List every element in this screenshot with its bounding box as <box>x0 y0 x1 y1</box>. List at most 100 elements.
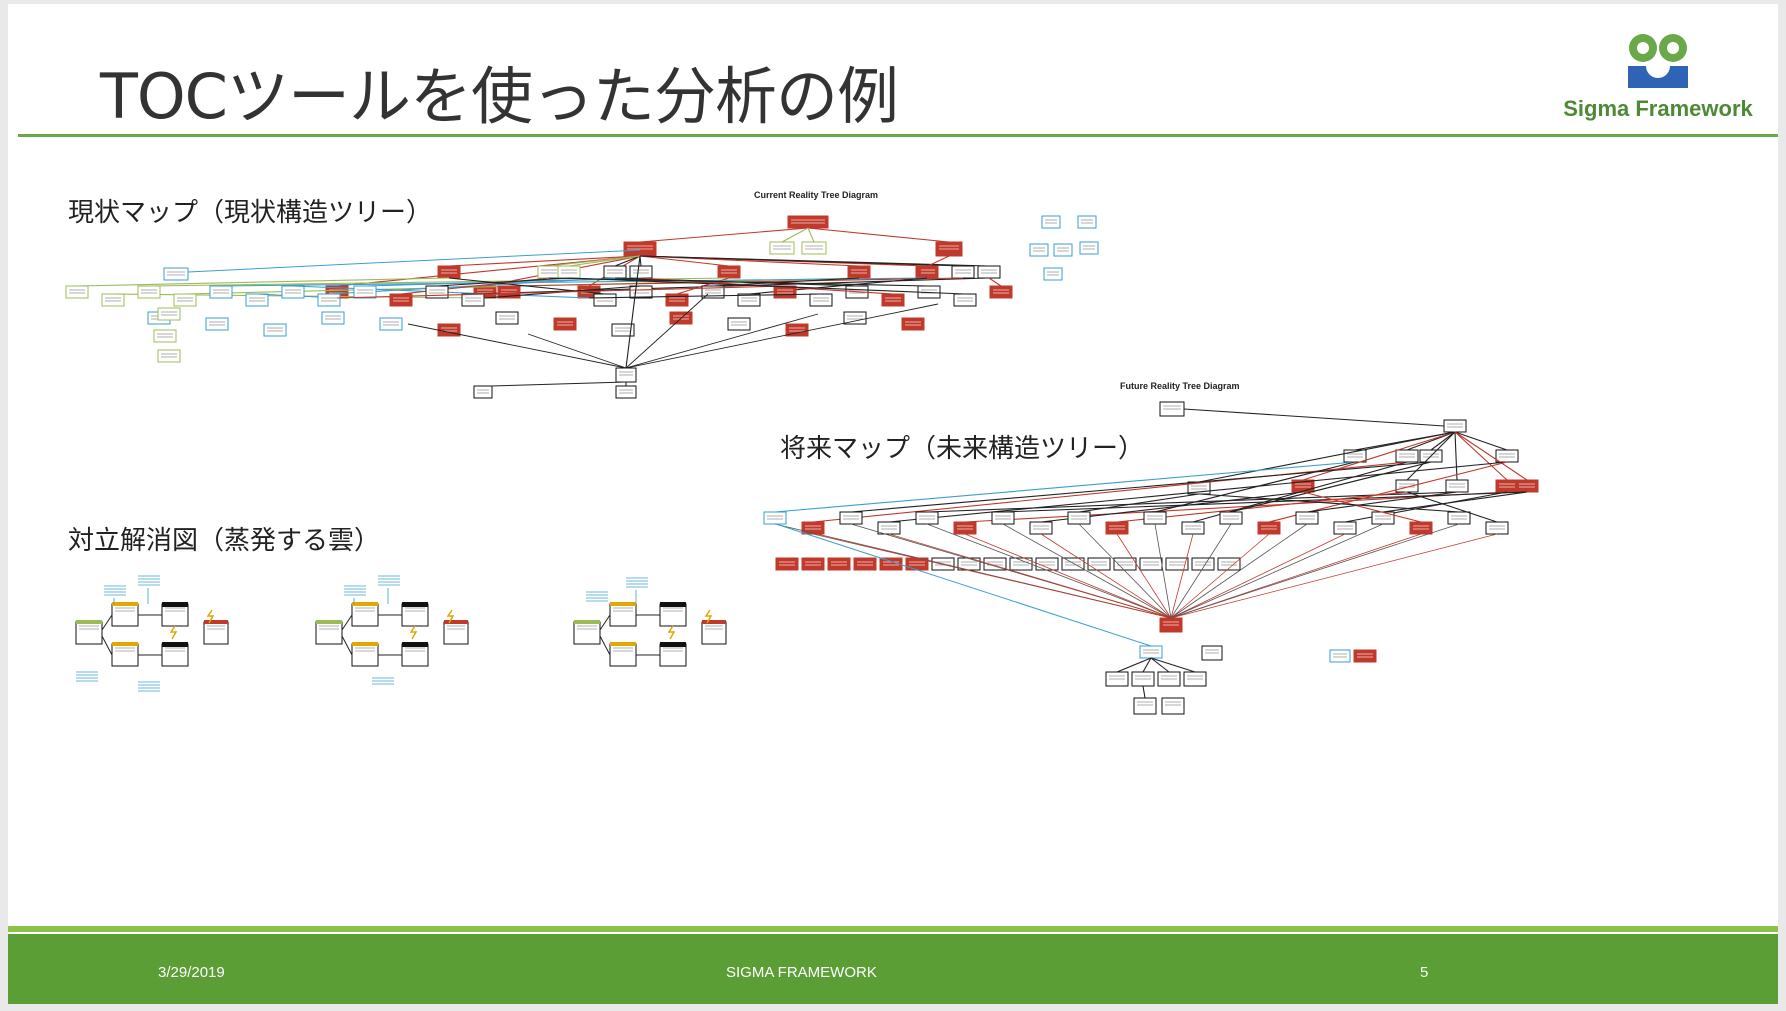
frt-node <box>1257 521 1281 535</box>
frt-node <box>1133 697 1157 715</box>
frt-legend-node <box>1329 649 1351 663</box>
crt-node <box>473 385 493 399</box>
cloud-requirement-box <box>111 643 139 667</box>
frt-node <box>1181 521 1205 535</box>
frt-node <box>1515 479 1539 493</box>
crt-node <box>847 265 871 279</box>
footer: 3/29/2019 SIGMA FRAMEWORK 5 <box>8 934 1778 1004</box>
frt-node <box>1445 479 1469 493</box>
crt-node <box>317 293 341 307</box>
current-map-label: 現状マップ（現状構造ツリー） <box>68 198 433 228</box>
evaporating-cloud-diagram-1 <box>75 575 229 692</box>
frt-node <box>1447 511 1471 525</box>
crt-node <box>881 293 905 307</box>
frt-node <box>991 511 1015 525</box>
frt-node <box>839 511 863 525</box>
frt-node <box>1395 449 1419 463</box>
future-reality-tree-diagram <box>763 401 1539 715</box>
cloud-conflict-box <box>203 621 229 645</box>
crt-legend-node <box>1053 243 1073 257</box>
cloud-requirement-box <box>111 603 139 627</box>
evaporating-cloud-diagram-3 <box>573 577 727 667</box>
crt-node <box>353 285 377 299</box>
crt-node <box>603 265 627 279</box>
cloud-objective-box <box>573 621 601 645</box>
frt-node <box>853 557 877 571</box>
crt-legend-node <box>1029 243 1049 257</box>
crt-node <box>205 317 229 331</box>
cloud-requirement-box <box>351 643 379 667</box>
logo-text: Sigma Framework <box>1563 96 1753 121</box>
crt-node <box>717 265 741 279</box>
frt-node <box>1495 479 1519 493</box>
frt-node <box>801 557 825 571</box>
crt-node <box>537 265 561 279</box>
footer-page-number: 5 <box>1420 964 1429 981</box>
current-tree-title: Current Reality Tree Diagram <box>754 190 879 200</box>
frt-node <box>1143 511 1167 525</box>
frt-node <box>1333 521 1357 535</box>
crt-legend-node <box>1079 241 1099 255</box>
frt-node <box>879 557 903 571</box>
crt-node <box>263 323 287 337</box>
crt-node <box>495 311 519 325</box>
cloud-objective-box <box>315 621 343 645</box>
frt-node <box>1295 511 1319 525</box>
crt-root-node <box>787 215 829 229</box>
frt-node <box>877 521 901 535</box>
frt-node <box>1139 645 1163 659</box>
cloud-prerequisite-box <box>161 643 189 667</box>
crt-node <box>137 285 161 299</box>
crt-node <box>153 329 177 343</box>
crt-node <box>557 265 581 279</box>
frt-node <box>827 557 851 571</box>
conflict-cloud-label: 対立解消図（蒸発する雲） <box>68 526 381 556</box>
current-reality-tree-diagram <box>65 215 1099 399</box>
crt-node <box>173 293 197 307</box>
crt-node <box>901 317 925 331</box>
crt-node <box>157 349 181 363</box>
frt-node <box>1087 557 1111 571</box>
crt-legend-node <box>1077 215 1097 229</box>
frt-node <box>1409 521 1433 535</box>
crt-node <box>157 307 181 321</box>
frt-node <box>1113 557 1137 571</box>
cloud-conflict-box <box>701 621 727 645</box>
cloud-requirement-box <box>609 603 637 627</box>
crt-node <box>461 293 485 307</box>
cloud-prerequisite-box <box>401 603 429 627</box>
crt-node <box>809 293 833 307</box>
cloud-prerequisite-box <box>161 603 189 627</box>
frt-node <box>1009 557 1033 571</box>
crt-node <box>989 285 1013 299</box>
frt-node <box>953 521 977 535</box>
frt-node <box>1061 557 1085 571</box>
footer-accent-bar <box>8 926 1778 932</box>
title-divider <box>18 134 1778 137</box>
frt-node <box>1443 419 1467 433</box>
crt-node <box>801 241 827 255</box>
frt-node <box>1105 521 1129 535</box>
cloud-requirement-box <box>351 603 379 627</box>
frt-node <box>1165 557 1189 571</box>
slide-title: TOCツールを使った分析の例 <box>100 60 899 133</box>
crt-node <box>101 293 125 307</box>
cloud-conflict-box <box>443 621 469 645</box>
cloud-prerequisite-box <box>659 603 687 627</box>
crt-node <box>379 317 403 331</box>
crt-node <box>321 311 345 325</box>
crt-node <box>843 311 867 325</box>
frt-node <box>1067 511 1091 525</box>
sigma-logo: Sigma Framework <box>1548 26 1768 126</box>
frt-node <box>1495 449 1519 463</box>
frt-node <box>915 511 939 525</box>
crt-node <box>727 317 751 331</box>
crt-node <box>917 265 939 279</box>
frt-node <box>1029 521 1053 535</box>
cloud-requirement-box <box>609 643 637 667</box>
future-tree-title: Future Reality Tree Diagram <box>1120 381 1240 391</box>
frt-node <box>1161 697 1185 715</box>
crt-node <box>163 267 189 281</box>
frt-node <box>1219 511 1243 525</box>
crt-node <box>977 265 1001 279</box>
